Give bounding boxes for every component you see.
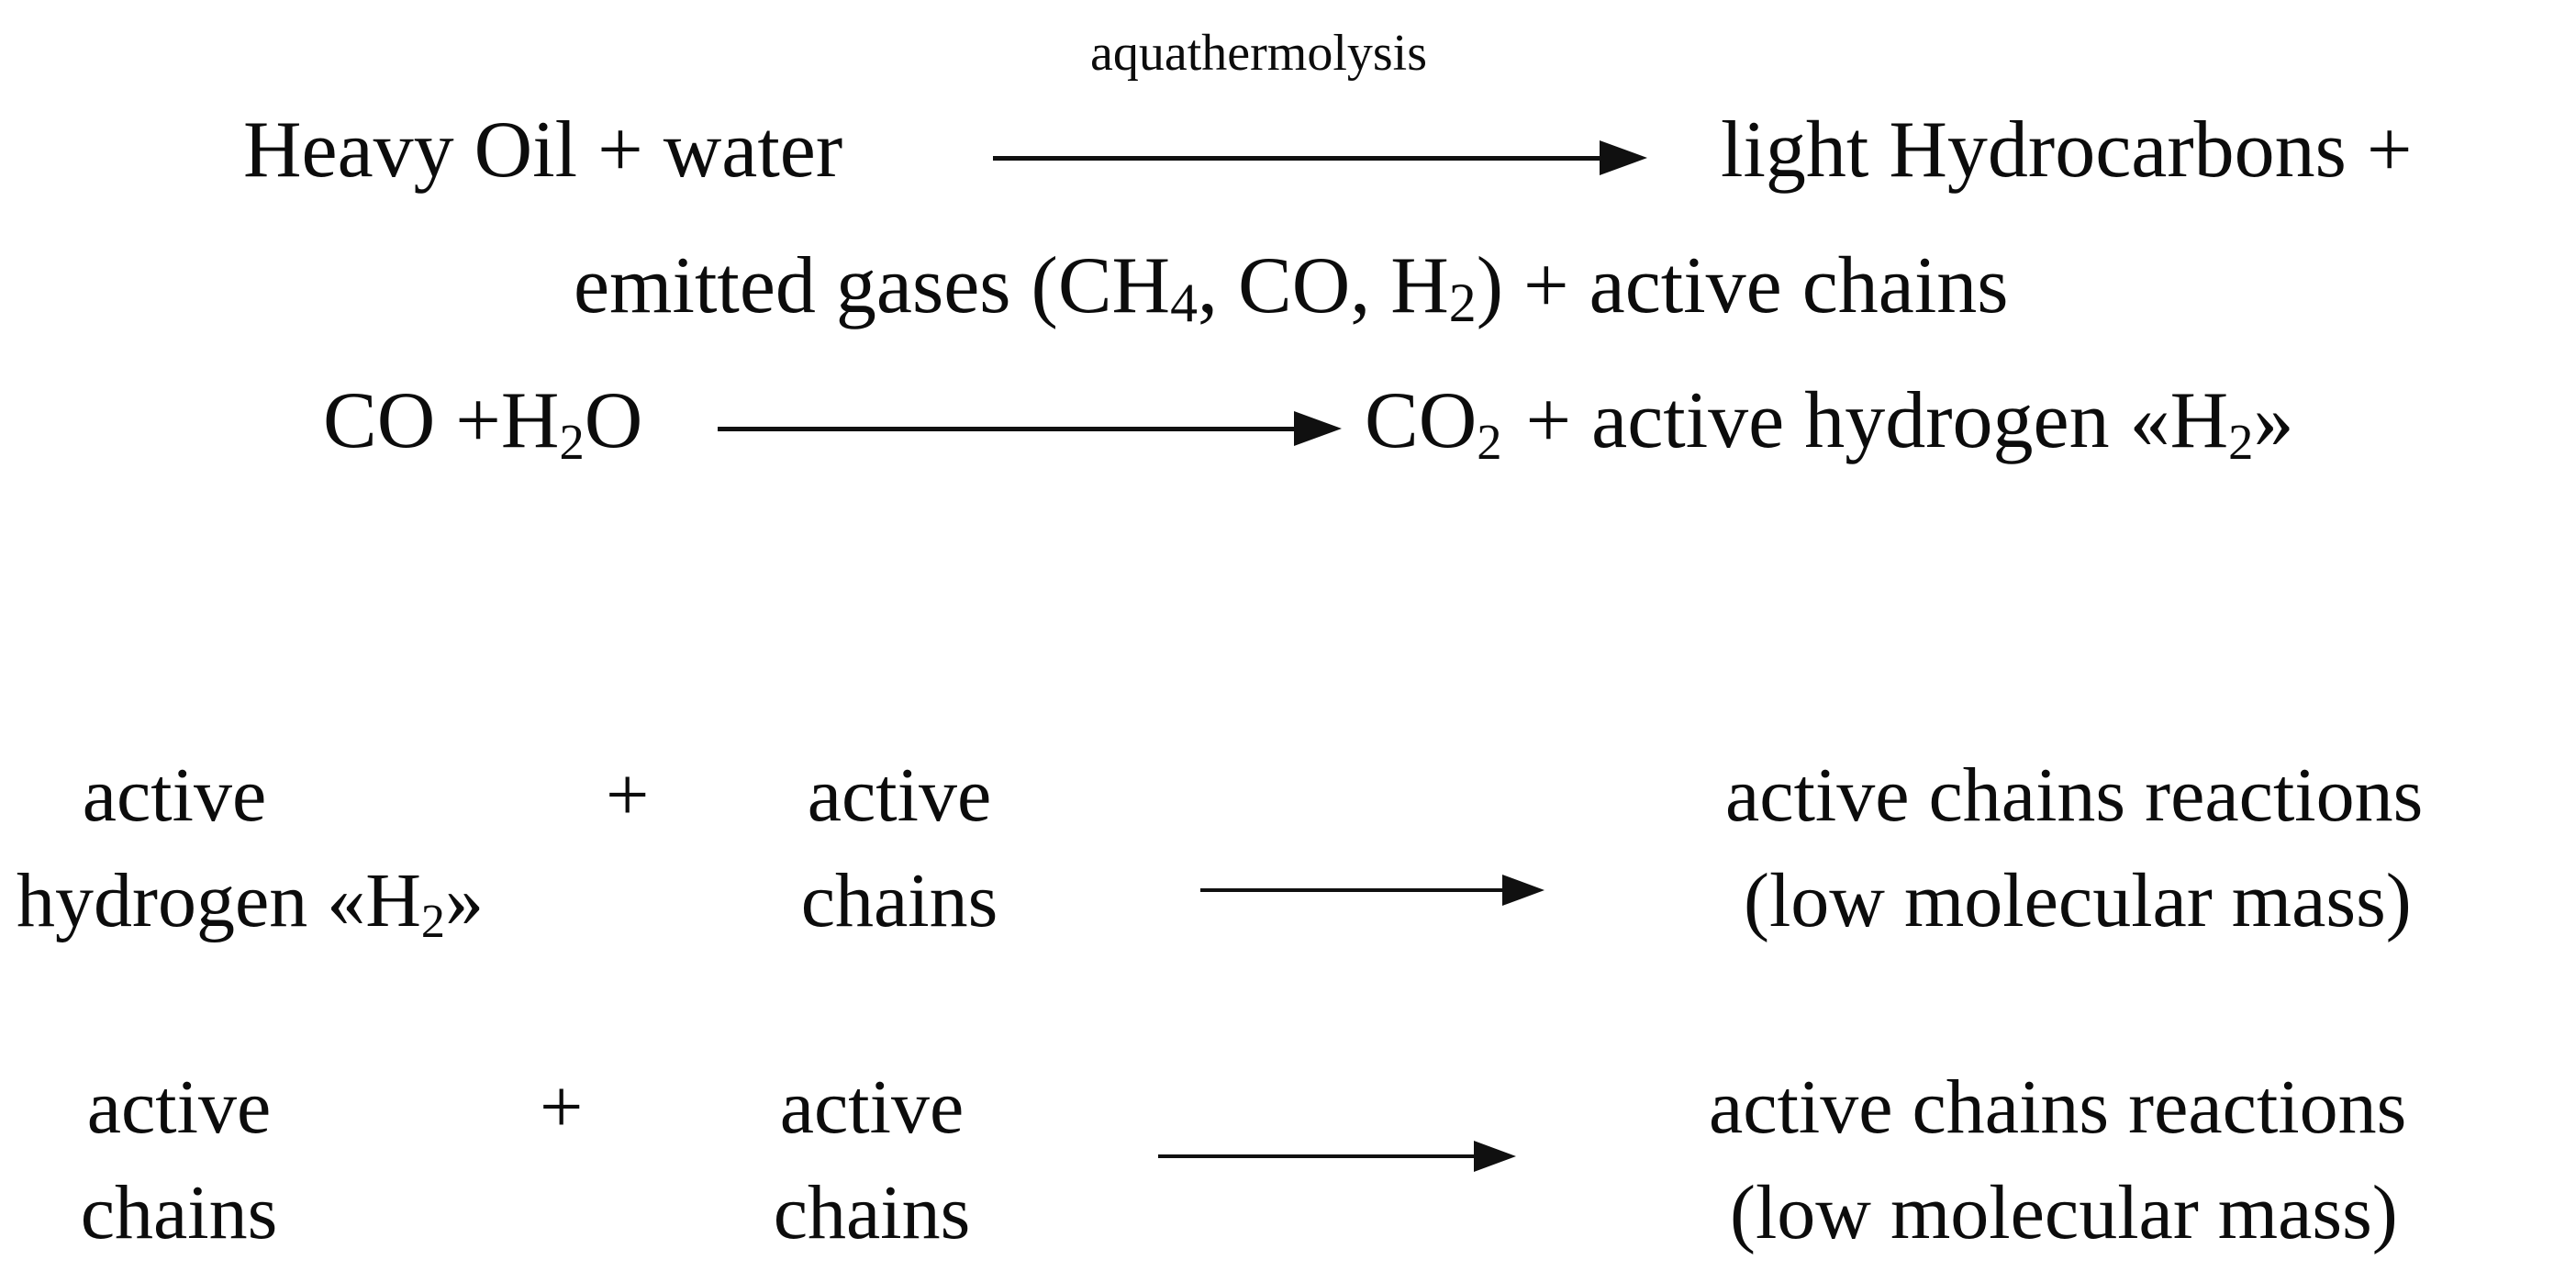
block3-reactant-left-line2: chains bbox=[80, 1170, 278, 1255]
block3-product-line1: active chains reactions bbox=[1709, 1065, 2407, 1150]
line3-products: CO2+ active hydrogen «H2» bbox=[1365, 381, 2293, 467]
block3-reactant-left-line1: active bbox=[86, 1065, 272, 1150]
block3-product-line2: (low molecular mass) bbox=[1730, 1170, 2398, 1255]
line2-seg-a: emitted gases (CH bbox=[574, 241, 1171, 330]
arrow-head bbox=[1474, 1141, 1516, 1172]
block3-plus-sign: + bbox=[540, 1065, 584, 1150]
line2-sub-4: 4 bbox=[1170, 272, 1198, 333]
arrow-shaft bbox=[993, 156, 1603, 161]
arrow-shaft bbox=[1158, 1154, 1478, 1158]
line3-reactants: CO +H2O bbox=[323, 381, 642, 467]
line3-product-seg-c: » bbox=[2253, 376, 2294, 465]
line3-reactant-sub: 2 bbox=[559, 414, 585, 471]
line3-reactant-seg-a: CO +H bbox=[323, 376, 560, 465]
block2-reactant-left-line2: hydrogen «H2» bbox=[17, 863, 484, 947]
arrow-head bbox=[1294, 411, 1342, 446]
line3-reactant-seg-b: O bbox=[584, 376, 643, 465]
line2-seg-b: , CO, H bbox=[1198, 241, 1449, 330]
block2-reactant-left-line1: active bbox=[82, 753, 267, 838]
line3-product-sub: 2 bbox=[1477, 414, 1502, 471]
line3-product-seg-a: CO bbox=[1365, 376, 1478, 465]
block2-left-sub: 2 bbox=[420, 896, 445, 949]
arrow-label-aquathermolysis: aquathermolysis bbox=[1090, 25, 1428, 82]
block2-reactant-right-line1: active bbox=[807, 753, 992, 838]
block2-left-seg-b: » bbox=[444, 858, 484, 943]
block3-reactant-right-line2: chains bbox=[773, 1170, 971, 1255]
line2-seg-c: ) + active chains bbox=[1476, 241, 2009, 330]
block2-product-line2: (low molecular mass) bbox=[1744, 858, 2412, 943]
line1-reactants: Heavy Oil + water bbox=[243, 106, 843, 195]
block2-left-seg-a: hydrogen «H bbox=[17, 858, 421, 943]
arrow-head bbox=[1502, 875, 1544, 906]
block3-reactant-right-line1: active bbox=[779, 1065, 965, 1150]
line3-product-seg-b: + active hydrogen «H bbox=[1525, 376, 2229, 465]
line3-product-sub2: 2 bbox=[2228, 414, 2254, 471]
line1-products: light Hydrocarbons + bbox=[1721, 106, 2413, 195]
block2-reactant-right-line2: chains bbox=[800, 858, 998, 943]
block2-plus-sign: + bbox=[606, 753, 650, 838]
arrow-shaft bbox=[1200, 888, 1506, 892]
arrow-shaft bbox=[718, 427, 1298, 431]
line2-sub-2: 2 bbox=[1448, 272, 1477, 333]
arrow-head bbox=[1600, 140, 1647, 175]
block2-product-line1: active chains reactions bbox=[1725, 753, 2424, 838]
line2-products: emitted gases (CH4, CO, H2) + active cha… bbox=[574, 246, 2009, 330]
